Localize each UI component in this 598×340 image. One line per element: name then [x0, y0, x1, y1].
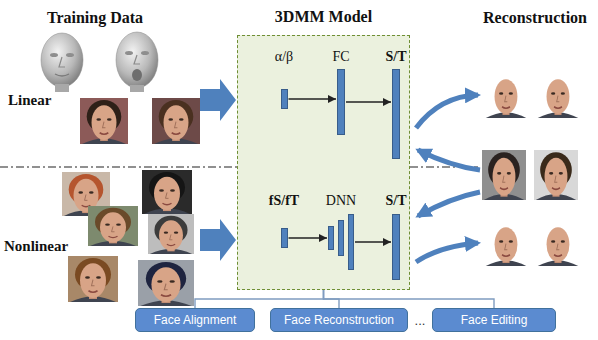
face-photo [148, 214, 194, 254]
param-vector: α/β [259, 48, 309, 109]
param-vector: fS/fT [259, 192, 309, 248]
layer-bar [281, 89, 288, 109]
application-box: Face Reconstruction [270, 308, 408, 332]
application-label: Face Editing [461, 313, 528, 327]
dnn-layers: DNN [316, 192, 366, 270]
model-region: 3DMM Modelα/βFCS/TfS/fTDNNS/T [237, 35, 410, 290]
application-box: Face Editing [432, 308, 556, 332]
application-label: Face Reconstruction [284, 313, 394, 327]
flow-arrow [289, 98, 337, 99]
face-photo [482, 150, 526, 200]
layer-bar [338, 220, 344, 256]
flow-arrow [200, 79, 236, 121]
layer-bar [348, 214, 354, 270]
face-render [536, 220, 580, 266]
face-render [484, 220, 528, 266]
row-label: Nonlinear [4, 238, 68, 255]
bracket-line [195, 290, 324, 308]
column-heading: Training Data [47, 9, 143, 27]
vector-label: fS/fT [259, 192, 309, 210]
layer-bar [337, 69, 345, 135]
output-vector: S/T [371, 48, 421, 159]
bracket-line [324, 290, 495, 308]
face-photo [152, 98, 200, 144]
region-heading: 3DMM Model [275, 8, 372, 25]
flow-arrow [289, 237, 328, 238]
face-photo [68, 256, 118, 302]
face-scan [116, 32, 158, 92]
layer-bar [392, 214, 400, 280]
fc-layer: FC [316, 48, 366, 135]
vector-label: S/T [371, 48, 421, 66]
curved-arrow [418, 150, 480, 170]
face-render [536, 72, 580, 118]
application-box: Face Alignment [135, 308, 255, 332]
column-heading: Reconstruction [483, 9, 587, 27]
row-label: Linear [8, 92, 51, 109]
flow-arrow [200, 219, 236, 261]
face-scan [41, 33, 83, 92]
curved-arrow [416, 243, 478, 262]
face-photo [88, 206, 138, 246]
vector-label: S/T [371, 192, 421, 210]
face-photo [142, 170, 192, 214]
face-photo [138, 260, 194, 306]
layer-bar [328, 226, 334, 250]
row-divider [0, 166, 237, 167]
face-render [484, 72, 528, 118]
application-label: Face Alignment [154, 313, 237, 327]
layer-bar [281, 228, 288, 248]
output-vector: S/T [371, 192, 421, 280]
curved-arrow [416, 95, 478, 128]
layer-bar [392, 69, 400, 159]
vector-label: α/β [259, 48, 309, 66]
model-region-fill [237, 35, 410, 290]
face-photo [534, 150, 578, 200]
vector-label: DNN [316, 192, 366, 210]
ellipsis: ... [415, 313, 426, 328]
face-photo [80, 98, 128, 144]
vector-label: FC [316, 48, 366, 66]
flow-arrow [346, 101, 391, 102]
flow-arrow [355, 241, 391, 242]
curved-arrow [418, 192, 480, 216]
